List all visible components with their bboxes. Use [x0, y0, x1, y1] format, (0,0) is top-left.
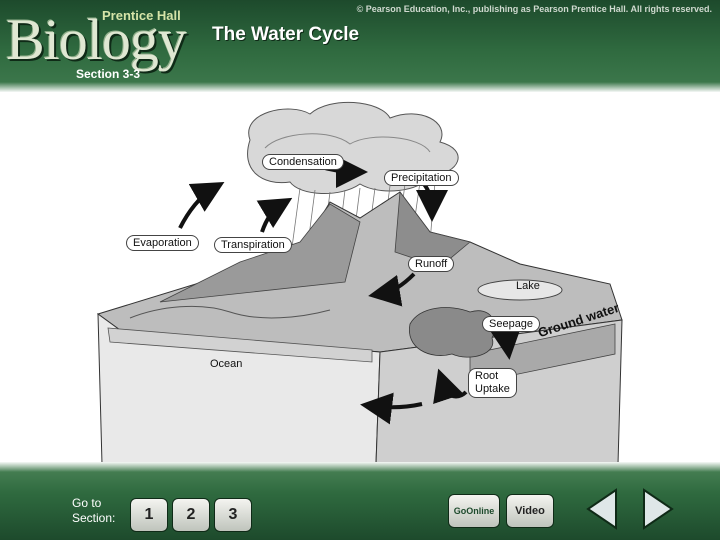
section-3-button[interactable]: 3 [214, 498, 252, 532]
goto-line1: Go to [72, 496, 102, 510]
video-button[interactable]: Video [506, 494, 554, 528]
transpiration-label: Transpiration [214, 237, 292, 253]
evaporation-arrow [178, 182, 225, 229]
previous-button[interactable] [582, 486, 622, 532]
logo-main-text: Biology [6, 7, 187, 72]
footer-band [0, 462, 720, 540]
landscape-block [96, 190, 623, 465]
seepage-label: Seepage [482, 316, 541, 332]
next-button[interactable] [638, 486, 678, 532]
root-uptake-line2: Uptake [475, 383, 510, 395]
root-uptake-line1: Root [475, 370, 499, 382]
transpiration-arrow [256, 197, 293, 233]
groundwater-to-ocean-arrow [360, 392, 423, 425]
water-cycle-illustration [96, 101, 623, 465]
runoff-label: Runoff [408, 256, 455, 272]
lake-label: Lake [516, 280, 540, 292]
page-title: The Water Cycle [212, 24, 360, 45]
root-uptake-arrow [433, 368, 468, 405]
water-cycle-diagram: Condensation Precipitation Evaporation T… [0, 92, 720, 465]
goto-section-label: Go to Section: [72, 496, 115, 526]
copyright-notice: © Pearson Education, Inc., publishing as… [356, 4, 712, 14]
go-online-button[interactable]: GoOnline [448, 494, 500, 528]
precipitation-label: Precipitation [384, 170, 459, 186]
precipitation-arrow [415, 182, 448, 222]
header-band: Biology Prentice Hall © Pearson Educatio… [0, 0, 720, 92]
next-triangle-icon [643, 488, 674, 530]
section-label: Section 3-3 [76, 67, 141, 81]
condensation-label: Condensation [262, 154, 344, 170]
publisher-text: Prentice Hall [102, 8, 181, 23]
seepage-arrow [489, 326, 522, 360]
root-uptake-label: Root Uptake [468, 368, 517, 398]
evaporation-label: Evaporation [126, 235, 199, 251]
biology-logo: Biology Prentice Hall [6, 4, 196, 74]
ocean-label: Ocean [210, 358, 243, 370]
section-1-button[interactable]: 1 [130, 498, 168, 532]
cycle-arrows [178, 155, 522, 425]
goto-line2: Section: [72, 511, 116, 525]
runoff-arrow [368, 272, 416, 307]
section-2-button[interactable]: 2 [172, 498, 210, 532]
previous-triangle-icon [586, 488, 617, 530]
